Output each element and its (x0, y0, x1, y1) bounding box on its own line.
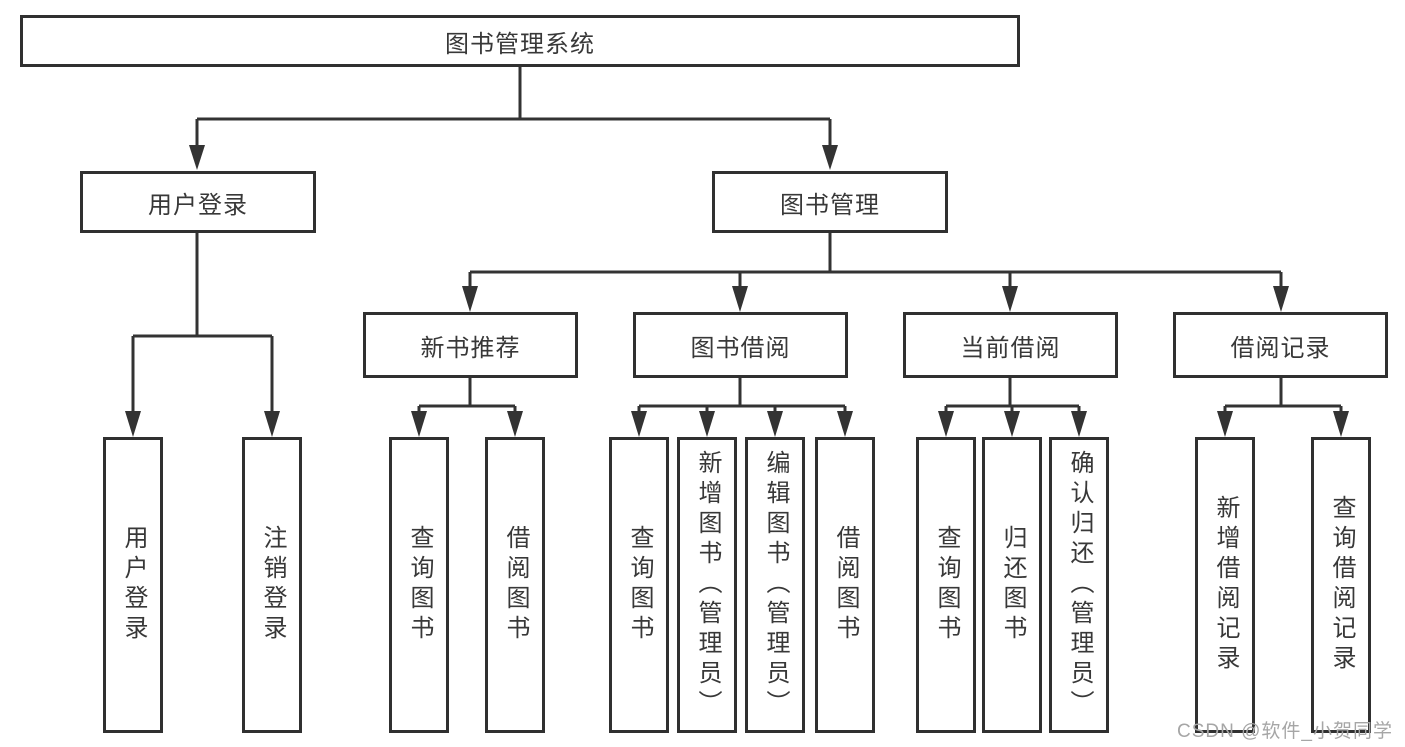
node-user-login: 用户登录 (80, 171, 316, 233)
leaf-confirm-return-admin: 确认归还（管理员） (1049, 437, 1109, 733)
leaf-user-login-label: 用户登录 (120, 525, 147, 645)
connector-root-to-level2 (195, 66, 832, 147)
leaf-return-books: 归还图书 (982, 437, 1042, 733)
leaf-query-books-3: 查询图书 (916, 437, 976, 733)
leaf-query-books-1-label: 查询图书 (406, 525, 433, 645)
leaf-user-login: 用户登录 (103, 437, 163, 733)
node-new-book-recommendation-label: 新书推荐 (420, 334, 521, 362)
node-book-management: 图书管理 (712, 171, 948, 233)
connector-current-to-leaves (944, 378, 1081, 413)
leaf-borrow-books-2: 借阅图书 (815, 437, 875, 733)
leaf-query-books-2: 查询图书 (609, 437, 669, 733)
root-node-library-system: 图书管理系统 (20, 15, 1020, 67)
arrowheads (125, 145, 1349, 437)
leaf-borrow-books-1: 借阅图书 (485, 437, 545, 733)
leaf-confirm-return-admin-label: 确认归还（管理员） (1066, 450, 1093, 720)
node-user-login-label: 用户登录 (148, 191, 248, 219)
leaf-return-books-label: 归还图书 (999, 525, 1026, 645)
leaf-add-borrow-record: 新增借阅记录 (1195, 437, 1255, 733)
root-node-label: 图书管理系统 (445, 30, 595, 58)
connector-records-to-leaves (1223, 378, 1343, 413)
connector-userlogin-to-leaves (131, 233, 274, 413)
node-book-borrowing-label: 图书借阅 (690, 334, 791, 362)
node-new-book-recommendation: 新书推荐 (363, 312, 578, 378)
leaf-query-borrow-record: 查询借阅记录 (1311, 437, 1371, 733)
leaf-edit-books-admin: 编辑图书（管理员） (745, 437, 805, 733)
leaf-add-books-admin: 新增图书（管理员） (677, 437, 737, 733)
leaf-borrow-books-1-label: 借阅图书 (502, 525, 529, 645)
connector-newbook-to-leaves (417, 378, 517, 413)
node-borrowing-records-label: 借阅记录 (1230, 334, 1331, 362)
node-book-management-label: 图书管理 (780, 191, 880, 219)
leaf-query-books-3-label: 查询图书 (933, 525, 960, 645)
connector-borrow-to-leaves (637, 378, 847, 413)
leaf-edit-books-admin-label: 编辑图书（管理员） (762, 450, 789, 720)
leaf-logout: 注销登录 (242, 437, 302, 733)
connector-bookmgmt-to-level3 (468, 233, 1283, 288)
leaf-add-books-admin-label: 新增图书（管理员） (694, 450, 721, 720)
leaf-query-books-1: 查询图书 (389, 437, 449, 733)
leaf-add-borrow-record-label: 新增借阅记录 (1212, 495, 1239, 675)
node-borrowing-records: 借阅记录 (1173, 312, 1388, 378)
leaf-query-books-2-label: 查询图书 (626, 525, 653, 645)
node-current-borrowing-label: 当前借阅 (960, 334, 1061, 362)
leaf-borrow-books-2-label: 借阅图书 (832, 525, 859, 645)
node-current-borrowing: 当前借阅 (903, 312, 1118, 378)
node-book-borrowing: 图书借阅 (633, 312, 848, 378)
csdn-watermark: CSDN @软件_小贺同学 (1177, 721, 1393, 742)
leaf-logout-label: 注销登录 (259, 525, 286, 645)
leaf-query-borrow-record-label: 查询借阅记录 (1328, 495, 1355, 675)
